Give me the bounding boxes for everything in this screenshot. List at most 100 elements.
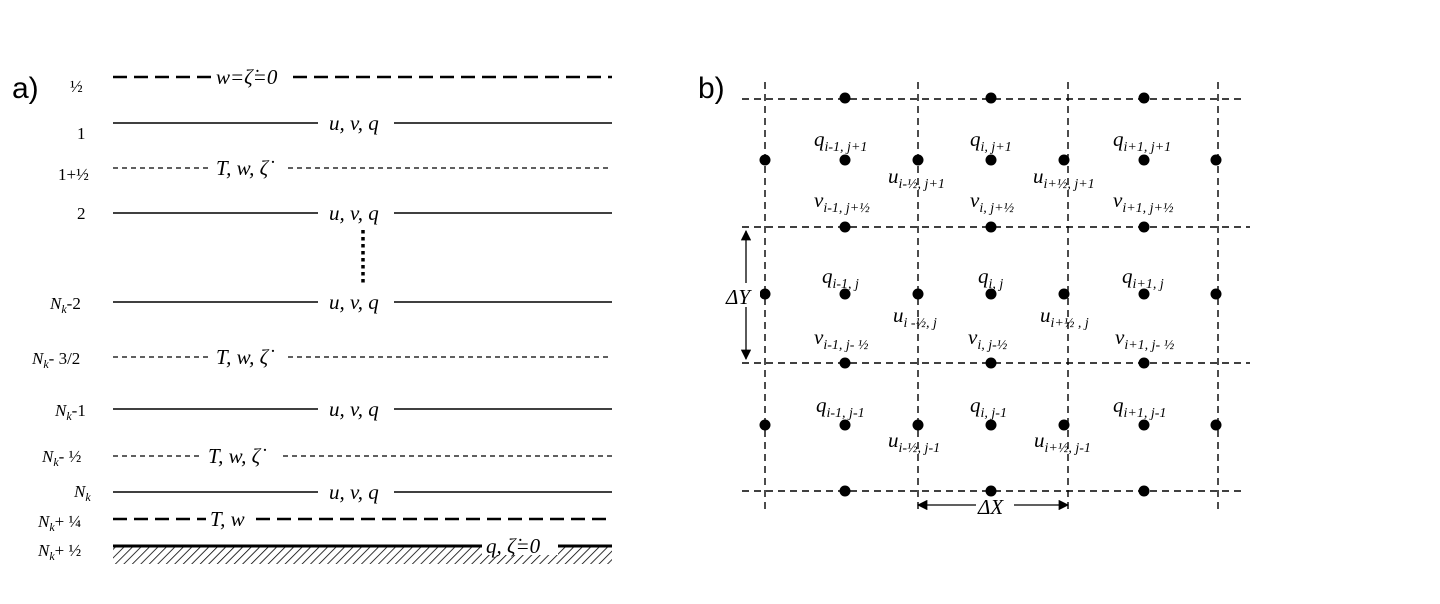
level-variables: T, w, ζ̇ [208,444,266,468]
v-labels: vi-1, j+½ vi, j+½ vi+1, j+½ vi-1, j- ½ v… [814,188,1175,353]
grid-point [839,419,851,431]
panel-b-label: b) [698,72,725,105]
level-variables: u, v, q [329,290,379,314]
level-label: ½ [70,77,83,96]
v-label: vi, j-½ [968,325,1008,353]
v-label: vi+1, j+½ [1113,188,1174,216]
u-label: ui-½, j+1 [888,164,945,192]
grid-point [912,419,924,431]
grid-point [1138,357,1150,369]
q-label: qi+1, j-1 [1113,393,1166,421]
level-nk-minus-2: Nk-2 u, v, q [49,290,612,316]
q-label: qi-1, j+1 [814,127,867,155]
level-variables: T, w [210,507,245,531]
level-label: Nk-2 [49,294,81,316]
q-label: qi-1, j-1 [816,393,865,421]
vertical-levels-panel: a) ½ w=ζ̇=0 1 u, v, q 1+½ T, w, ζ̇ 2 [12,65,612,564]
level-variables: u, v, q [329,480,379,504]
grid-point [1210,288,1222,300]
q-label: qi, j+1 [970,127,1012,155]
level-label: 2 [77,204,86,223]
u-label: ui-½, j-1 [888,428,940,456]
v-label: vi+1, j- ½ [1115,325,1175,353]
grid-point [839,221,851,233]
level-variables: T, w, ζ̇ [216,345,274,369]
level-variables: T, w, ζ̇ [216,156,274,180]
grid-point [1058,419,1070,431]
level-label: Nk+ ½ [37,541,82,563]
grid-point [985,485,997,497]
q-label: qi+1, j [1122,264,1164,292]
level-half: ½ w=ζ̇=0 [70,65,612,96]
grid-point [839,288,851,300]
q-label: qi+1, j+1 [1113,127,1171,155]
q-label: qi, j [978,264,1003,292]
v-label: vi-1, j+½ [814,188,870,216]
level-label: 1+½ [58,165,89,184]
grid-point [839,92,851,104]
level-nk-plus-half-ground: Nk+ ½ q, ζ̇=0 [37,531,612,564]
level-nk-minus-1: Nk-1 u, v, q [54,397,612,423]
level-nk-minus-3-2: Nk- 3/2 T, w, ζ̇ [31,345,612,371]
level-nk-plus-quarter: Nk+ ¼ T, w [37,507,612,534]
v-label: vi-1, j- ½ [814,325,869,353]
grid-point [1210,154,1222,166]
grid-point [985,154,997,166]
level-label: Nk [73,482,91,504]
grid-point [1058,288,1070,300]
level-label: Nk- ½ [41,447,82,469]
level-nk: Nk u, v, q [73,480,612,504]
q-labels: qi-1, j+1 qi, j+1 qi+1, j+1 qi-1, j qi, … [814,127,1171,421]
horizontal-grid-panel: b) [698,72,1250,519]
grid-point [759,154,771,166]
grid-point [759,288,771,300]
grid-point [985,92,997,104]
grid-point [1138,485,1150,497]
grid-point [839,357,851,369]
u-label: ui+½, j-1 [1034,428,1091,456]
grid-point [912,288,924,300]
level-variables: u, v, q [329,201,379,225]
level-label: 1 [77,124,86,143]
grid-point [985,419,997,431]
grid-points [759,92,1222,497]
level-label: Nk-1 [54,401,86,423]
grid-point [985,288,997,300]
grid-point [985,221,997,233]
grid-point [759,419,771,431]
grid-point [1138,419,1150,431]
level-variables: w=ζ̇=0 [216,65,278,89]
grid-point [839,485,851,497]
q-label: qi, j-1 [970,393,1007,421]
u-label: ui -½, j [893,303,937,331]
u-labels: ui-½, j+1 ui+½, j+1 ui -½, j ui+½ , j ui… [888,164,1095,456]
grid-point [1138,221,1150,233]
label-backdrop [482,531,558,555]
delta-y-label: ΔY [725,285,752,309]
level-variables: u, v, q [329,111,379,135]
grid-point [1138,154,1150,166]
grid-point [912,154,924,166]
level-nk-minus-half: Nk- ½ T, w, ζ̇ [41,444,612,469]
level-1: 1 u, v, q [77,111,612,143]
level-2: 2 u, v, q [77,201,612,225]
grid-point [985,357,997,369]
level-variables: u, v, q [329,397,379,421]
grid-point [1058,154,1070,166]
u-label: ui+½ , j [1040,303,1089,331]
label-backdrop [724,283,760,307]
level-label: Nk- 3/2 [31,349,80,371]
grid-point [839,154,851,166]
delta-x-label: ΔX [977,495,1004,519]
grid-point [1138,92,1150,104]
grid-point [1138,288,1150,300]
u-label: ui+½, j+1 [1033,164,1095,192]
q-label: qi-1, j [822,264,859,292]
grid-point [1210,419,1222,431]
v-label: vi, j+½ [970,188,1015,216]
level-variables: q, ζ̇=0 [486,534,541,558]
level-1-half: 1+½ T, w, ζ̇ [58,156,612,184]
level-label: Nk+ ¼ [37,512,82,534]
panel-a-label: a) [12,72,39,105]
